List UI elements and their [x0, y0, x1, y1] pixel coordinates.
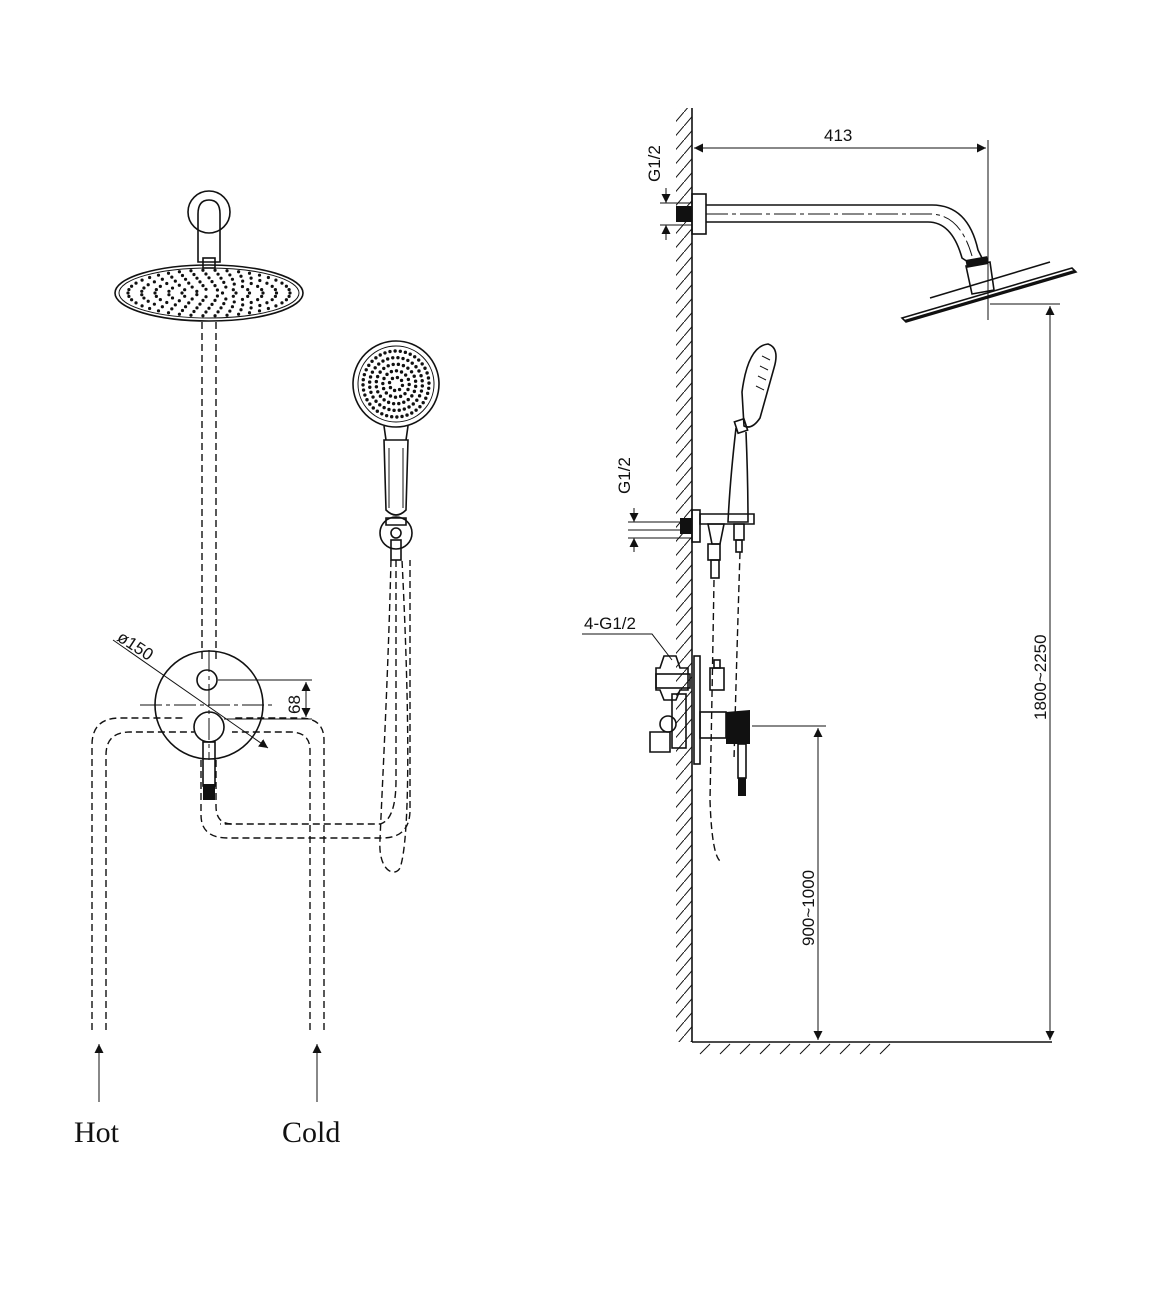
valve-height-dim: 900~1000: [752, 725, 826, 1040]
head-thread-dim: G1/2: [645, 145, 692, 240]
wall: [676, 108, 693, 1042]
head-thread-text: G1/2: [645, 145, 664, 182]
plate-diameter-dim: ø150: [112, 627, 269, 749]
valve-height-text: 900~1000: [799, 870, 818, 946]
arm-length-dim: 413: [694, 126, 989, 320]
head-height-dim: 1800~2250: [990, 303, 1060, 1040]
outlet-spacing-dim: 68: [218, 679, 312, 720]
rain-shower-head-side: [900, 261, 1078, 323]
arm-flange-front: [187, 190, 231, 269]
valve-thread-text: 4-G1/2: [584, 614, 636, 633]
side-view: 413 G1/2 180: [582, 108, 1078, 1055]
shower-arm-side: [676, 193, 995, 295]
rain-shower-head-front: [114, 264, 304, 322]
hot-label: Hot: [74, 1116, 120, 1149]
valve-plate-front: [140, 650, 275, 800]
cold-label: Cold: [282, 1116, 340, 1149]
plate-diameter-text: ø150: [114, 627, 157, 664]
valve-thread-leader: 4-G1/2: [582, 614, 673, 661]
hand-shower-head-front: [352, 340, 440, 561]
head-height-text: 1800~2250: [1031, 634, 1050, 720]
floor: [692, 1041, 1052, 1055]
front-view: ø150 68 Hot Cold: [74, 190, 440, 1149]
hand-shower-side: [680, 343, 777, 579]
hand-thread-text: G1/2: [615, 457, 634, 494]
outlet-spacing-text: 68: [285, 695, 304, 714]
hand-thread-dim: G1/2: [615, 457, 692, 552]
arm-length-text: 413: [824, 126, 852, 145]
valve-body-side: [649, 655, 750, 796]
